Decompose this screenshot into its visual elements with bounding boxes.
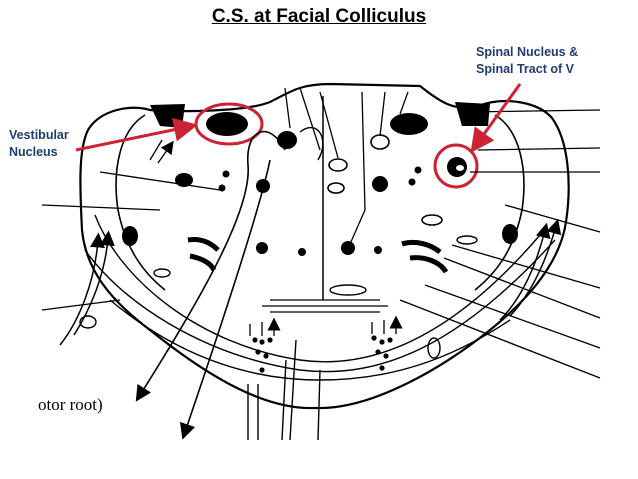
dot-d [408,178,416,186]
right-dorsal-mass [455,102,490,126]
spinal-nucleus-highlight [433,143,479,189]
left-lateral-fibers [59,232,105,346]
leader-lines-left [41,171,221,311]
pontine-oval-mid [329,284,367,296]
spinal-nucleus-label: Spinal Nucleus & Spinal Tract of V [476,44,578,78]
right-dorsal-nucleus [390,113,428,135]
bottom-verticals [247,339,321,441]
mid-dot-4 [298,248,306,256]
pyramidal-cluster-left [252,337,273,373]
mid-dot-2 [341,241,355,255]
pontine-oval-right [456,235,478,245]
pontine-oval-left [153,268,171,278]
mid-dot-3 [374,246,382,254]
vestibular-nucleus [206,112,248,136]
spinal-nucleus-label-line2: Spinal Tract of V [476,62,574,76]
transverse-fibers [262,299,388,313]
spinal-tract-v-inner [456,165,464,171]
vestibular-root-arrows [149,140,170,164]
left-lateral-fibers-2 [73,230,115,336]
small-oval-2 [327,182,345,194]
abducens-loop [299,126,324,161]
left-ganglion [79,315,97,329]
motor-root-partial-label: otor root) [38,395,103,414]
right-lateral-fibers-2 [509,218,562,317]
leader-lines-top [284,87,409,245]
pyramidal-cluster-right [371,335,393,371]
right-lateral-nucleus [502,224,518,244]
small-oval-1 [328,158,348,172]
right-curve-stroke-2 [409,255,449,274]
spinal-nucleus-pointer-arrow [470,83,522,153]
spinal-nucleus-label-line1: Spinal Nucleus & [476,45,579,59]
facial-nerve-inner [180,159,271,440]
small-oval-3 [370,134,390,150]
vestibular-nucleus-label-line2: Nucleus [9,145,58,159]
dot-e [414,166,422,174]
cluster-right-arrows [371,320,396,334]
facial-nerve-left [135,130,286,402]
inner-outline-left [115,114,166,291]
left-lateral-nucleus [122,226,138,246]
lemniscus-left-1 [94,214,541,363]
cluster-left-arrows [249,322,274,336]
left-facial-nucleus [277,131,297,149]
vestibular-nucleus-label-line1: Vestibular [9,128,69,142]
left-curve-stroke-2 [189,253,217,272]
diagram-title: C.S. at Facial Colliculus [211,6,427,27]
vestibular-pointer-arrow [75,117,198,152]
dot-b [222,170,230,178]
section-outline [79,82,570,410]
central-dot [372,176,388,192]
left-dorsal-mass [150,104,185,128]
leader-lines-right [399,109,601,379]
lemniscus-left-2 [84,239,556,373]
dot-c [218,184,226,192]
right-ganglion [427,337,441,359]
right-curve-stroke [401,239,442,255]
vestibular-nucleus-label: Vestibular Nucleus [9,127,69,161]
mid-dot-1 [256,242,268,254]
right-small-oval [421,214,443,226]
right-lateral-fibers [499,222,551,321]
left-curve-stroke [187,237,220,252]
